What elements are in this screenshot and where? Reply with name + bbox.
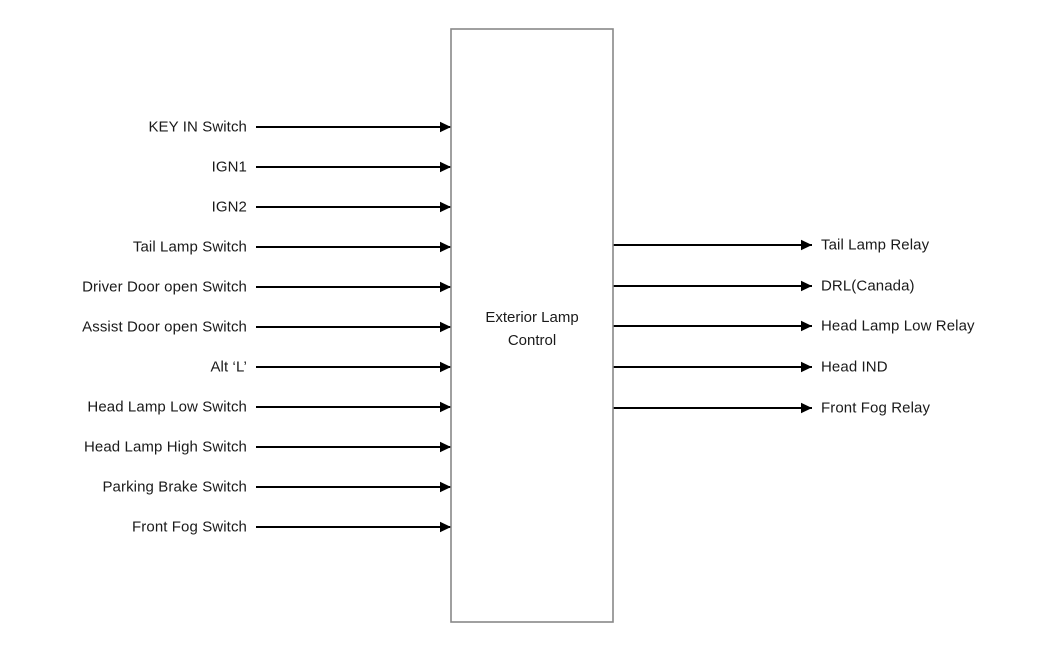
exterior-lamp-control-box bbox=[450, 28, 614, 623]
connection-lines-group bbox=[256, 121, 812, 533]
input-label-4: Driver Door open Switch bbox=[82, 278, 247, 296]
input-label-6: Alt ‘L’ bbox=[210, 358, 247, 376]
input-label-9: Parking Brake Switch bbox=[102, 478, 247, 496]
output-label-2: Head Lamp Low Relay bbox=[821, 317, 975, 335]
input-label-8: Head Lamp High Switch bbox=[83, 438, 247, 456]
input-label-7: Head Lamp Low Switch bbox=[87, 398, 247, 416]
input-label-10: Front Fog Switch bbox=[132, 518, 247, 536]
output-label-3: Head IND bbox=[821, 358, 888, 376]
output-label-0: Tail Lamp Relay bbox=[821, 236, 930, 254]
input-label-0: KEY IN Switch bbox=[148, 118, 247, 136]
output-label-1: DRL(Canada) bbox=[821, 277, 915, 295]
output-label-4: Front Fog Relay bbox=[821, 399, 931, 417]
input-label-3: Tail Lamp Switch bbox=[132, 238, 247, 256]
input-label-1: IGN1 bbox=[211, 158, 247, 176]
block-title: Exterior Lamp Control bbox=[485, 308, 579, 349]
input-label-2: IGN2 bbox=[211, 198, 247, 216]
input-label-5: Assist Door open Switch bbox=[82, 318, 247, 336]
